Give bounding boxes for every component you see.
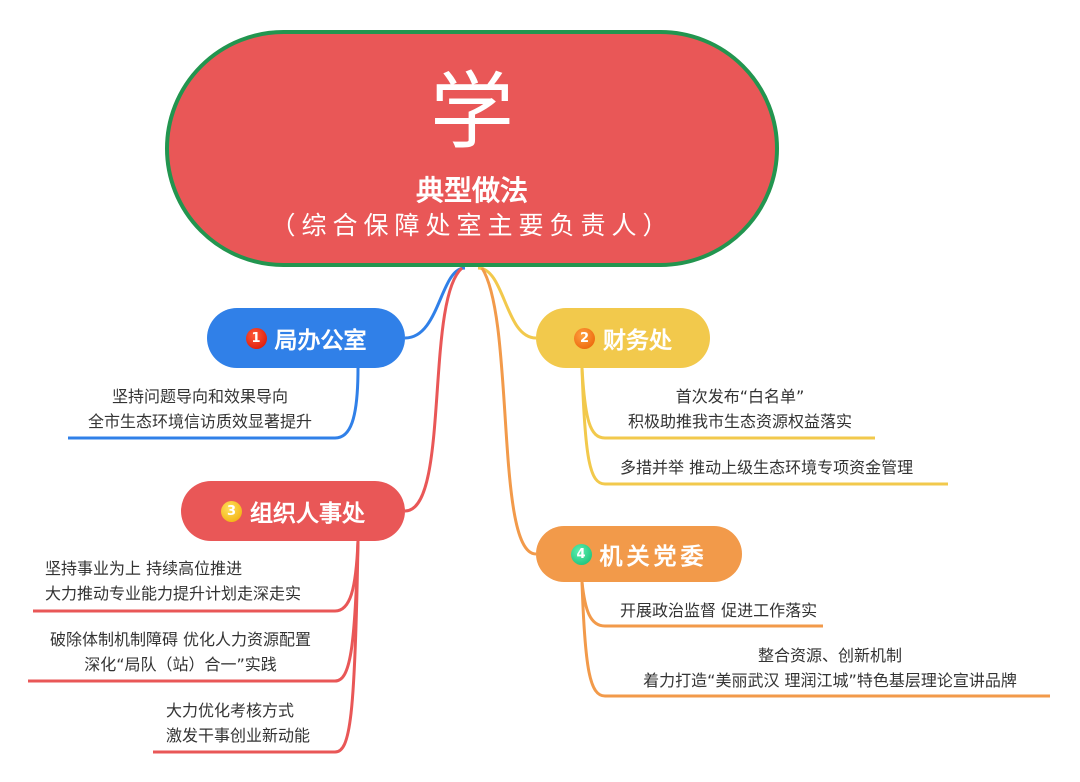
leaf-line: 多措并举 推动上级生态环境专项资金管理 — [620, 458, 914, 477]
leaf-line: 整合资源、创新机制 — [757, 646, 902, 665]
connector-3-leaf-3 — [153, 540, 360, 754]
number-2-icon: 2 — [574, 327, 595, 349]
topic-party-committee[interactable]: 4 机关党委 — [536, 526, 742, 582]
connector-1-leaf-1 — [68, 367, 360, 440]
connector-2-leaf-2 — [580, 367, 948, 486]
leaf-line: 坚持问题导向和效果导向 — [111, 387, 288, 406]
number-4-icon: 4 — [570, 543, 592, 565]
leaf-2-1[interactable]: 首次发布“白名单” 积极助推我市生态资源权益落实 — [610, 384, 870, 434]
root-subtitle: （综合保障处室主要负责人） — [270, 211, 674, 240]
leaf-1-1[interactable]: 坚持问题导向和效果导向 全市生态环境信访质效显著提升 — [70, 384, 330, 434]
leaf-line: 坚持事业为上 持续高位推进 — [45, 559, 243, 578]
leaf-4-2[interactable]: 整合资源、创新机制 着力打造“美丽武汉 理润江城”特色基层理论宣讲品牌 — [615, 643, 1045, 693]
topic-label: 财务处 — [603, 328, 672, 354]
leaf-line: 开展政治监督 促进工作落实 — [620, 601, 818, 620]
leaf-3-1[interactable]: 坚持事业为上 持续高位推进 大力推动专业能力提升计划走深走实 — [45, 556, 301, 606]
leaf-line: 首次发布“白名单” — [675, 387, 805, 406]
leaf-3-2[interactable]: 破除体制机制障碍 优化人力资源配置 深化“局队（站）合一”实践 — [38, 627, 323, 677]
root-char: 学 — [429, 63, 514, 161]
leaf-line: 激发干事创业新动能 — [166, 726, 311, 745]
leaf-3-3[interactable]: 大力优化考核方式 激发干事创业新动能 — [166, 698, 310, 748]
topic-personnel[interactable]: 3 组织人事处 — [181, 481, 405, 541]
topic-label: 机关党委 — [599, 544, 708, 570]
leaf-line: 深化“局队（站）合一”实践 — [84, 655, 277, 674]
leaf-line: 积极助推我市生态资源权益落实 — [627, 412, 852, 431]
leaf-2-2[interactable]: 多措并举 推动上级生态环境专项资金管理 — [620, 455, 913, 480]
topic-label: 局办公室 — [274, 328, 367, 354]
connector-4-leaf-2 — [580, 581, 1050, 698]
leaf-line: 破除体制机制障碍 优化人力资源配置 — [49, 630, 312, 649]
connector-root-3 — [404, 266, 464, 513]
root-topic[interactable]: 学 典型做法 （综合保障处室主要负责人） — [165, 30, 779, 267]
root-title: 典型做法 — [415, 174, 528, 207]
connector-root-2 — [477, 266, 537, 340]
number-1-icon: 1 — [245, 327, 267, 349]
number-3-icon: 3 — [221, 500, 242, 522]
topic-office[interactable]: 1 局办公室 — [207, 308, 405, 368]
leaf-line: 大力优化考核方式 — [166, 701, 295, 720]
leaf-line: 大力推动专业能力提升计划走深走实 — [45, 584, 302, 603]
topic-finance[interactable]: 2 财务处 — [536, 308, 710, 368]
leaf-line: 着力打造“美丽武汉 理润江城”特色基层理论宣讲品牌 — [643, 671, 1017, 690]
leaf-4-1[interactable]: 开展政治监督 促进工作落实 — [620, 598, 817, 623]
leaf-line: 全市生态环境信访质效显著提升 — [87, 412, 312, 431]
topic-label: 组织人事处 — [250, 501, 365, 527]
connector-root-4 — [480, 267, 537, 556]
